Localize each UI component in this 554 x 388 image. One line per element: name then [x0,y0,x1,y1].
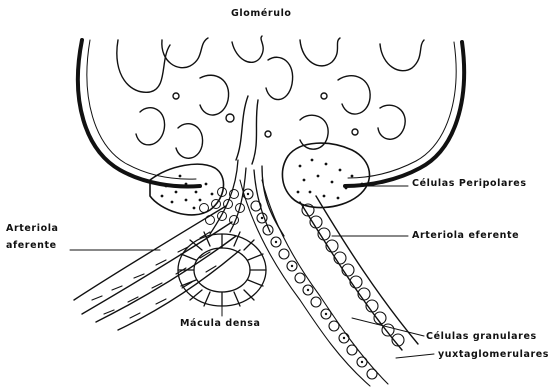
label-celulas-granulares: Células granulares [426,331,537,343]
label-arteriola-eferente: Arteriola eferente [412,230,519,242]
label-arteriola-aferente-line2: aferente [6,240,57,252]
label-celulas-peripolares: Células Peripolares [412,178,527,190]
leader-lines [70,186,434,358]
label-arteriola-aferente-line1: Arteriola [6,223,59,235]
label-yuxtaglomerulares: yuxtaglomerulares [438,349,549,361]
figure-title: Glomérulo [231,8,292,20]
label-macula-densa: Mácula densa [180,318,261,330]
right-peripolar-cushion [282,143,369,207]
leader-granulares-2 [396,354,434,358]
glomerulus-capsule [78,40,464,186]
capillary-loops [117,36,424,164]
afferent-arteriole [74,206,240,330]
